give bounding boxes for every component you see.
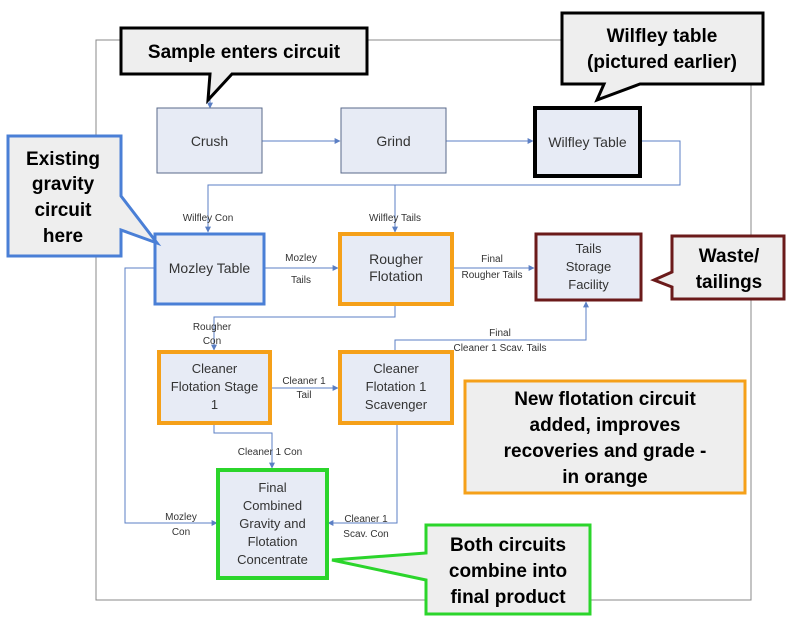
edge-label-wilfley-con: Wilfley Con (183, 213, 234, 224)
node-wilfley-label: Wilfley Table (548, 134, 627, 150)
callout-wilfley-text-2: (pictured earlier) (587, 52, 737, 73)
node-mozley-label: Mozley Table (169, 260, 251, 276)
edge-label-scav-con-2: Scav. Con (343, 529, 388, 540)
node-tails-label-2: Storage (566, 259, 612, 274)
arrow-cleaner-con (213, 423, 275, 469)
edge-label-mozley-tails-1: Mozley (285, 253, 317, 264)
node-final-label-3: Gravity and (239, 516, 305, 531)
node-final-label-2: Combined (243, 498, 302, 513)
node-cleaner-flotation-stage-1: Cleaner Flotation Stage 1 (157, 350, 272, 425)
edge-label-mozley-con-2: Con (172, 527, 190, 538)
diagram-frame (95, 39, 752, 601)
callout-existing-text-3: circuit (34, 200, 92, 221)
callout-waste-text-2: tailings (696, 272, 763, 293)
callout-both-text-3: final product (450, 587, 566, 608)
node-tails-label-3: Facility (568, 277, 609, 292)
node-grind-label: Grind (376, 133, 410, 149)
node-final-label-4: Flotation (248, 534, 298, 549)
arrow-mozley-con (124, 267, 218, 526)
callout-wilfley-text-1: Wilfley table (607, 26, 718, 47)
node-mozley-table: Mozley Table (153, 232, 266, 306)
callout-both-circuits: Both circuits combine into final product (331, 523, 592, 616)
node-tails-storage: Tails Storage Facility (534, 232, 643, 302)
callout-existing-text-1: Existing (26, 149, 100, 170)
edge-label-scav-tails-2: Cleaner 1 Scav. Tails (453, 343, 546, 354)
arrow-rougher-con (211, 304, 396, 351)
node-scavenger-label-1: Cleaner (373, 361, 419, 376)
node-final-concentrate: Final Combined Gravity and Flotation Con… (216, 468, 329, 580)
edge-label-mozley-tails-2: Tails (291, 275, 311, 286)
node-final-label-1: Final (258, 480, 286, 495)
node-rougher-label-1: Rougher (369, 251, 423, 267)
node-scavenger-label-2: Flotation 1 (366, 379, 427, 394)
node-scavenger-label-3: Scavenger (365, 397, 428, 412)
node-cleaner-label-2: Flotation Stage (171, 379, 258, 394)
node-rougher-flotation: Rougher Flotation (338, 232, 454, 306)
arrow-wilfley-con (205, 140, 681, 233)
callout-new-flotation-text-4: in orange (562, 467, 648, 488)
edge-label-rougher-con-2: Con (203, 336, 221, 347)
callout-existing-gravity: Existing gravity circuit here (6, 134, 162, 258)
edge-label-cleaner-tail-2: Tail (296, 390, 311, 401)
edge-label-mozley-con-1: Mozley (165, 512, 197, 523)
node-crush: Crush (156, 107, 263, 174)
arrow-scav-con (327, 423, 398, 526)
node-wilfley-table: Wilfley Table (533, 106, 642, 178)
arrow-scav-tails (394, 301, 589, 350)
node-cleaner-label-3: 1 (211, 397, 218, 412)
edge-labels: Wilfley Con Wilfley Tails Mozley Tails F… (165, 213, 546, 540)
edge-label-final-rougher-tails-1: Final (481, 254, 503, 265)
callout-new-flotation-text-3: recoveries and grade - (504, 441, 707, 462)
callout-existing-text-4: here (43, 226, 83, 247)
node-crush-label: Crush (191, 133, 228, 149)
node-rougher-label-2: Flotation (369, 268, 423, 284)
callout-new-flotation: New flotation circuit added, improves re… (463, 379, 747, 495)
callout-both-text-2: combine into (449, 561, 567, 582)
node-grind: Grind (340, 107, 447, 174)
node-cleaner-label-1: Cleaner (192, 361, 238, 376)
edge-label-rougher-con-1: Rougher (193, 322, 232, 333)
edge-label-cleaner-tail-1: Cleaner 1 (282, 376, 326, 387)
edge-label-scav-tails-1: Final (489, 328, 511, 339)
callout-waste-text-1: Waste/ (699, 246, 760, 267)
callout-sample-text: Sample enters circuit (148, 42, 341, 63)
callout-waste-tailings: Waste/ tailings (650, 234, 786, 301)
connectors (124, 90, 681, 526)
callout-sample-enters: Sample enters circuit (119, 26, 369, 105)
node-tails-label-1: Tails (575, 241, 602, 256)
edge-label-scav-con-1: Cleaner 1 (344, 514, 388, 525)
node-final-label-5: Concentrate (237, 552, 308, 567)
callout-new-flotation-text-1: New flotation circuit (514, 389, 696, 410)
edge-label-wilfley-tails: Wilfley Tails (369, 213, 421, 224)
callout-existing-text-2: gravity (32, 174, 95, 195)
edge-label-cleaner-con: Cleaner 1 Con (238, 447, 302, 458)
node-cleaner-scavenger: Cleaner Flotation 1 Scavenger (338, 350, 454, 425)
edge-label-final-rougher-tails-2: Rougher Tails (462, 270, 523, 281)
callout-both-text-1: Both circuits (450, 535, 566, 556)
callout-new-flotation-text-2: added, improves (530, 415, 681, 436)
callout-wilfley-pictured: Wilfley table (pictured earlier) (560, 11, 765, 103)
